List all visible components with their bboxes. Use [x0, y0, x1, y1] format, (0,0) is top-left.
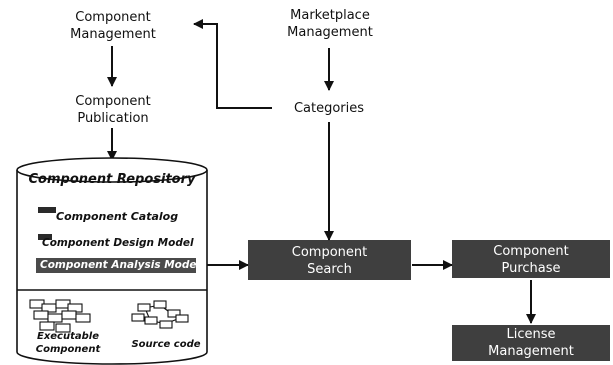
component-purchase-box: [452, 240, 610, 278]
marketplace-management-node: Marketplace Management: [265, 7, 395, 41]
repository-item-analysis-model: Component Analysis Model: [40, 259, 201, 271]
source-code-label: Source code: [131, 339, 201, 350]
categories-node: Categories: [272, 100, 386, 117]
component-search-box: [248, 240, 411, 280]
marketplace-management-line-2: Management: [287, 25, 373, 40]
component-management-line-1: Component: [75, 10, 151, 25]
component-publication-line-2: Publication: [77, 111, 149, 126]
component-search-line-2: Search: [307, 262, 352, 277]
analysis-bar-mark: [36, 258, 196, 273]
executable-component-icon: [29, 299, 91, 333]
license-management-line-2: Management: [488, 344, 574, 359]
repository-item-catalog: Component Catalog: [56, 210, 179, 223]
marketplace-management-line-1: Marketplace: [290, 8, 370, 23]
license-management-line-1: License: [506, 327, 556, 342]
component-publication-node: Component Publication: [48, 93, 178, 127]
component-purchase-line-1: Component: [493, 244, 569, 259]
arrow-categories-to-management: [193, 19, 272, 109]
design-bar-mark: [38, 234, 52, 240]
license-management-box: [452, 325, 610, 361]
cylinder-top: [16, 157, 208, 183]
categories-label: Categories: [293, 101, 365, 116]
component-management-line-2: Management: [70, 27, 156, 42]
component-purchase-node: Component Purchase: [452, 243, 610, 277]
catalog-bar-mark: [38, 207, 56, 213]
component-search-node: Component Search: [248, 244, 411, 278]
executable-component-label: Executable Component: [28, 330, 108, 356]
component-purchase-line-2: Purchase: [501, 261, 561, 276]
executable-label-line-2: Component: [35, 344, 101, 355]
source-code-icon: [131, 300, 189, 329]
component-publication-line-1: Component: [75, 94, 151, 109]
repository-item-design-model: Component Design Model: [42, 237, 194, 249]
executable-label-line-1: Executable: [36, 331, 99, 342]
component-search-line-1: Component: [291, 245, 368, 260]
component-management-node: Component Management: [48, 9, 178, 43]
repository-title: Component Repository: [28, 172, 196, 187]
license-management-node: License Management: [452, 326, 610, 360]
